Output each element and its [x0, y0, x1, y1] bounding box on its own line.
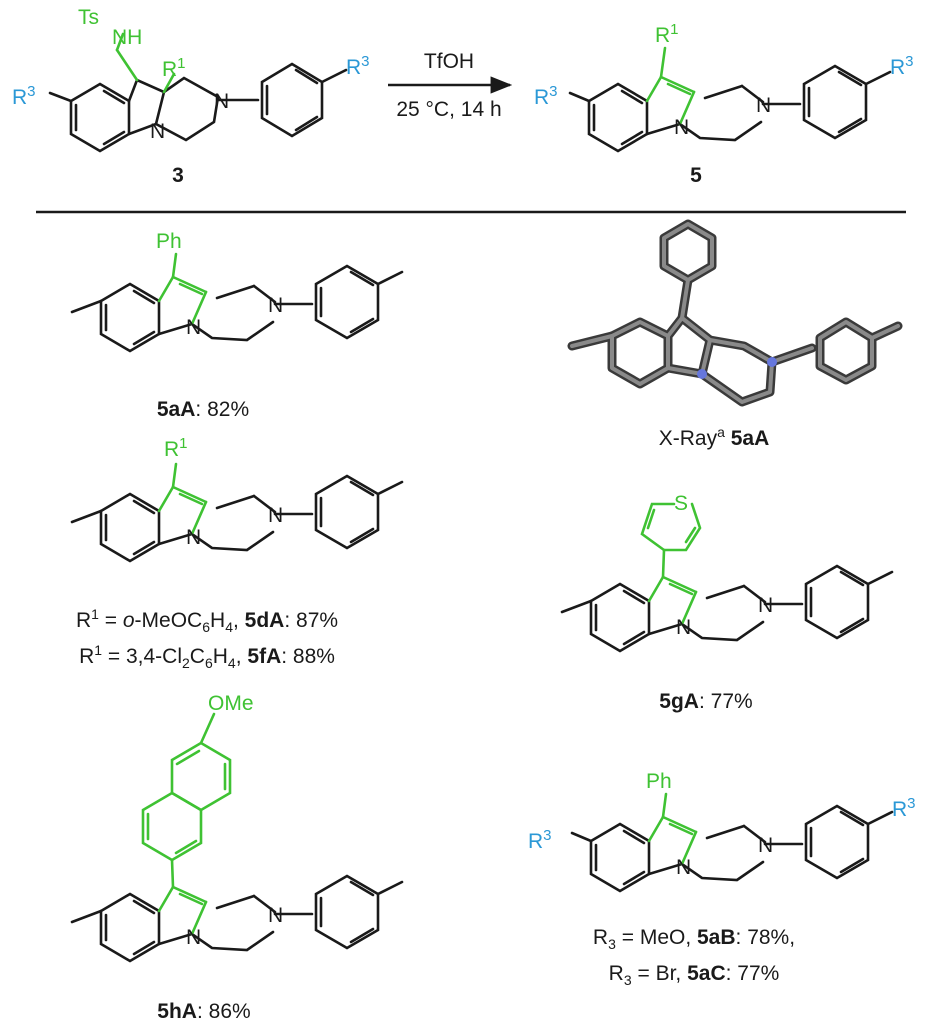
id-5gA: 5gA: [659, 690, 699, 713]
yield-5hA: : 86%: [196, 1000, 251, 1023]
caption-xray: X-Raya 5aA: [659, 424, 770, 451]
green-bonds-5: [645, 46, 696, 126]
n-label-5hA-a: N: [186, 926, 201, 949]
xray-prefix: X-Ray: [658, 427, 718, 450]
id-5fA: 5fA: [247, 645, 282, 668]
s-label-5gA: S: [674, 492, 688, 515]
yield-5gA: : 77%: [698, 690, 753, 713]
id-5aB: 5aB: [697, 926, 736, 949]
caption-5aB: R3 = MeO, 5aB: 78%,: [592, 926, 796, 953]
green-bonds-3: [115, 32, 176, 94]
n-label-5b: N: [756, 94, 771, 117]
id-5aC: 5aC: [687, 962, 726, 985]
structure-5aB: [570, 804, 894, 893]
n-label-5aA-b: N: [268, 294, 283, 317]
structure-5aA: [70, 264, 404, 353]
n-label-3b: N: [214, 90, 229, 113]
n-label-5dA-a: N: [186, 526, 201, 549]
nh-label: NH: [112, 26, 142, 49]
n-label-5aA-a: N: [186, 316, 201, 339]
product-5: [568, 64, 892, 153]
xray-id: 5aA: [730, 427, 770, 450]
compound-label-5: 5: [690, 164, 702, 187]
r3-label-5-left: R3: [534, 83, 558, 109]
r1-label-3: R1: [162, 55, 186, 81]
n-label-5aB-a: N: [676, 856, 691, 879]
caption-5aA: 5aA: 82%: [157, 398, 249, 422]
n-label-5gA-a: N: [676, 616, 691, 639]
caption-5aC: R3 = Br, 5aC: 77%: [608, 962, 780, 989]
id-5dA: 5dA: [244, 609, 285, 632]
ph-label-5aA: Ph: [156, 230, 182, 253]
r1-label-5dA: R1: [164, 435, 188, 461]
green-bonds-5aB: [647, 792, 698, 866]
n-label-5hA-b: N: [268, 904, 283, 927]
r3-label-5aB-right: R3: [892, 795, 916, 821]
id-5aA: 5aA: [156, 398, 196, 421]
xray-sup: a: [717, 424, 725, 440]
thiophene-5gA: [640, 502, 702, 626]
n-label-5gA-b: N: [758, 594, 773, 617]
caption-5dA: R1 = o-MeOC6H4, 5dA: 87%: [75, 606, 339, 636]
structure-5dA: [70, 474, 404, 563]
xray-structure: [567, 219, 903, 407]
id-5hA: 5hA: [157, 1000, 197, 1023]
starting-material-3: [48, 62, 348, 153]
yield-5aA: : 82%: [195, 398, 250, 421]
caption-5hA: 5hA: 86%: [157, 1000, 250, 1024]
n-label-5a: N: [674, 116, 689, 139]
caption-5gA: 5gA: 77%: [659, 690, 752, 714]
reagent-label: TfOH: [423, 50, 475, 73]
naphthyl-5hA: [141, 712, 232, 936]
compound-label-3: 3: [172, 164, 184, 187]
n-label-5dA-b: N: [268, 504, 283, 527]
n-label-5aB-b: N: [758, 834, 773, 857]
conditions-label: 25 °C, 14 h: [396, 98, 502, 121]
n-label-3a: N: [150, 120, 165, 143]
green-bonds-5aA: [157, 252, 208, 326]
ome-label-5hA: OMe: [208, 692, 254, 715]
r3-label-5aB-left: R3: [528, 827, 552, 853]
r3-label-5-right: R3: [890, 53, 914, 79]
structure-5gA: [560, 564, 894, 653]
r3-label-3-right: R3: [346, 53, 370, 79]
green-bonds-5dA: [157, 462, 208, 536]
r3-label-3-left: R3: [12, 83, 36, 109]
caption-5fA: R1 = 3,4-Cl2C6H4, 5fA: 88%: [79, 642, 335, 672]
ph-label-5aB: Ph: [646, 770, 672, 793]
r1-label-5: R1: [655, 21, 679, 47]
structure-5hA: [70, 874, 404, 963]
ts-label: Ts: [78, 6, 99, 29]
